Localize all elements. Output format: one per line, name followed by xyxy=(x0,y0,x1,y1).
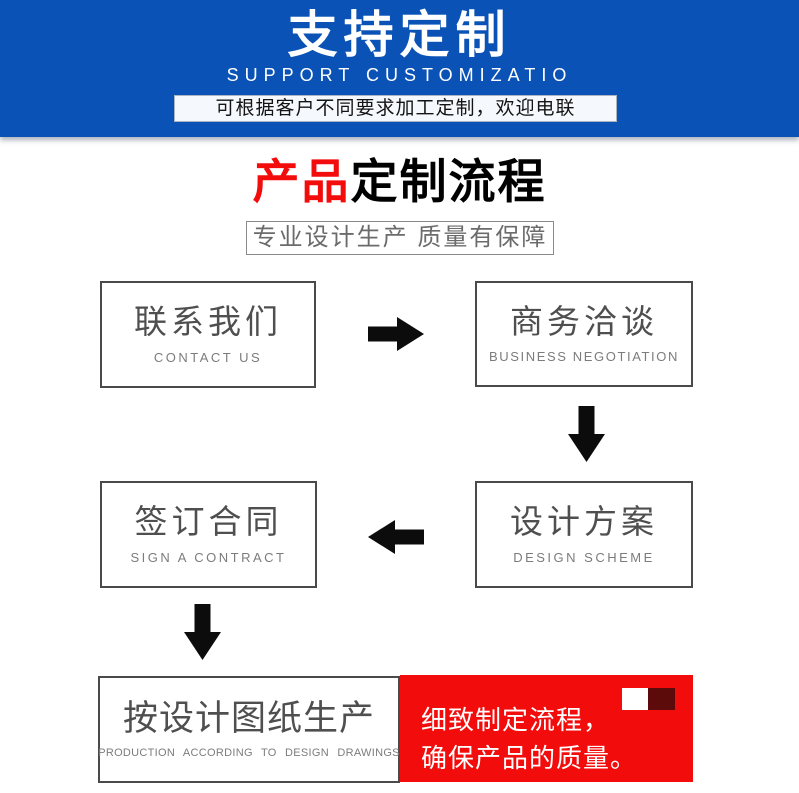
flow-step-label-en: DESIGN SCHEME xyxy=(513,549,655,565)
quality-note-line2: 确保产品的质量。 xyxy=(421,743,638,773)
flow-step-design-scheme: 设计方案 DESIGN SCHEME xyxy=(475,481,693,588)
arrow-down-icon xyxy=(184,604,221,660)
flow-step-label-en: CONTACT US xyxy=(153,349,263,365)
arrow-down-icon xyxy=(568,406,605,462)
quality-note-line1: 细致制定流程， xyxy=(421,705,611,735)
flow-step-label-zh: 联系我们 xyxy=(134,303,282,341)
flow-step-label-en: PRODUCTION ACCORDING TO DESIGN DRAWINGS xyxy=(98,746,400,759)
flow-step-label-en: BUSINESS NEGOTIATION xyxy=(489,349,679,365)
arrow-right-icon xyxy=(368,317,424,351)
banner: 支持定制 SUPPORT CUSTOMIZATIO 可根据客户不同要求加工定制，… xyxy=(0,0,799,137)
decor-squares xyxy=(622,688,675,710)
section-title-black: 定制流程 xyxy=(350,155,547,208)
banner-title: 支持定制 xyxy=(287,7,512,63)
banner-subtitle: SUPPORT CUSTOMIZATIO xyxy=(226,65,573,85)
flow-step-label-zh: 商务洽谈 xyxy=(510,302,658,340)
flow-step-label-en: SIGN A CONTRACT xyxy=(130,549,287,565)
flow-step-label-zh: 签订合同 xyxy=(134,503,283,541)
arrow-left-icon xyxy=(368,520,424,554)
flow-step-business-negotiation: 商务洽谈 BUSINESS NEGOTIATION xyxy=(475,281,693,387)
banner-tagline: 可根据客户不同要求加工定制，欢迎电联 xyxy=(174,95,617,122)
quality-note: 细致制定流程， 确保产品的质量。 xyxy=(400,675,693,782)
flow-step-label-zh: 设计方案 xyxy=(510,503,658,541)
flow-step-label-zh: 按设计图纸生产 xyxy=(122,699,375,739)
decor-square-maroon xyxy=(648,688,675,710)
flow-step-production: 按设计图纸生产 PRODUCTION ACCORDING TO DESIGN D… xyxy=(98,676,400,783)
section-subtitle: 专业设计生产 质量有保障 xyxy=(246,221,554,255)
section-title-red: 产品 xyxy=(252,155,351,208)
decor-square-white xyxy=(622,688,648,710)
flow-step-sign-contract: 签订合同 SIGN A CONTRACT xyxy=(100,481,317,588)
flow-step-contact-us: 联系我们 CONTACT US xyxy=(100,281,316,388)
section-title: 产品定制流程 xyxy=(0,156,799,208)
